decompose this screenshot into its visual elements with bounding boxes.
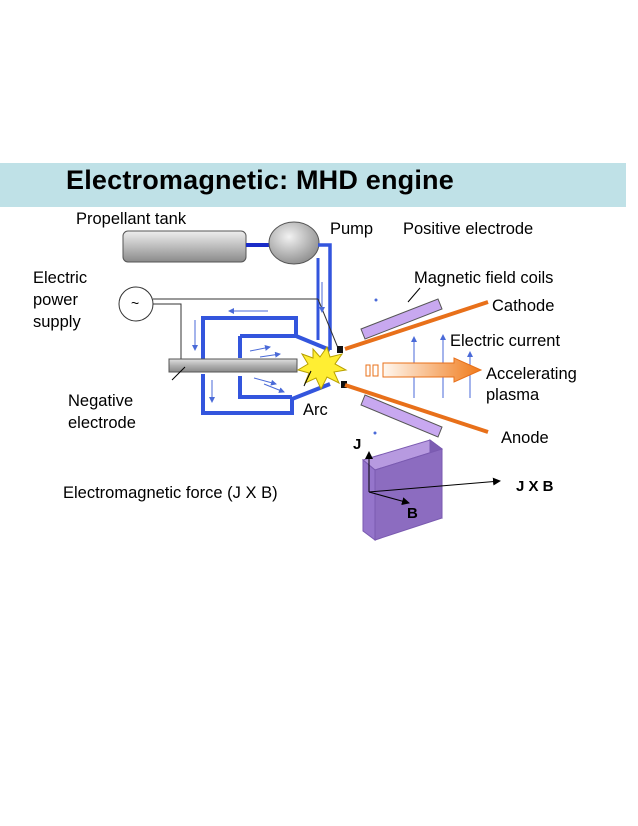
pump [268, 221, 320, 265]
magnetic-coil-upper [360, 298, 443, 340]
chamber-lower [201, 374, 331, 415]
flow-arrow-in-1 [249, 345, 271, 352]
feed-line [318, 243, 332, 350]
flow-arrow-in-3 [253, 377, 277, 386]
dot-marker-1 [374, 298, 378, 302]
title-bar [0, 163, 626, 207]
label-arc: Arc [303, 401, 328, 419]
label-electric-current: Electric current [450, 332, 561, 350]
label-em-force: Electromagnetic force (J X B) [63, 484, 278, 502]
dot-marker-2 [373, 431, 377, 435]
coil-leader [407, 287, 421, 303]
jxb-axis [368, 477, 501, 493]
supply-wire-neg [153, 303, 182, 362]
arc-leader [303, 370, 312, 387]
propellant-tank [122, 230, 247, 263]
plasma-bar-1 [365, 364, 371, 377]
flow-arrow-in-4 [263, 383, 285, 393]
label-b: B [407, 505, 418, 522]
label-negative-line-2: electrode [68, 414, 136, 432]
label-positive-electrode: Positive electrode [403, 220, 534, 238]
cathode-plate [344, 300, 489, 351]
negative-electrode-rod [168, 358, 298, 373]
page-title: Electromagnetic: MHD engine [66, 165, 454, 195]
anode-plate [344, 383, 489, 434]
label-plasma-line-1: Accelerating [486, 365, 577, 383]
supply-wire-pos-2 [317, 298, 339, 349]
negative-electrode-leader [171, 366, 186, 381]
chamber-lower-inner [238, 376, 292, 399]
label-cathode: Cathode [492, 297, 555, 315]
label-supply-line-3: supply [33, 313, 81, 331]
label-pump: Pump [330, 220, 374, 238]
magnetic-coil-lower [360, 394, 443, 438]
cathode-tip [337, 346, 343, 353]
label-propellant-tank: Propellant tank [76, 210, 187, 228]
b-axis [368, 491, 410, 506]
label-j: J [353, 436, 362, 453]
label-negative-line-1: Negative [68, 392, 134, 410]
plasma-bar-2 [372, 364, 379, 377]
anode-tip [341, 381, 347, 388]
plasma-arrow [382, 357, 483, 383]
label-jxb: J X B [516, 478, 554, 495]
label-supply-line-2: power [33, 291, 78, 309]
label-anode: Anode [501, 429, 549, 447]
label-magnetic-coils: Magnetic field coils [414, 269, 554, 287]
label-supply-line-1: Electric [33, 269, 88, 287]
jxb-block-front [374, 448, 443, 541]
arc-spark [296, 345, 348, 391]
label-ac-symbol: ~ [131, 295, 140, 311]
power-supply-symbol [118, 286, 154, 322]
label-plasma-line-2: plasma [486, 386, 540, 404]
flow-arrow-in-2 [259, 351, 281, 358]
chamber-upper [201, 316, 331, 360]
